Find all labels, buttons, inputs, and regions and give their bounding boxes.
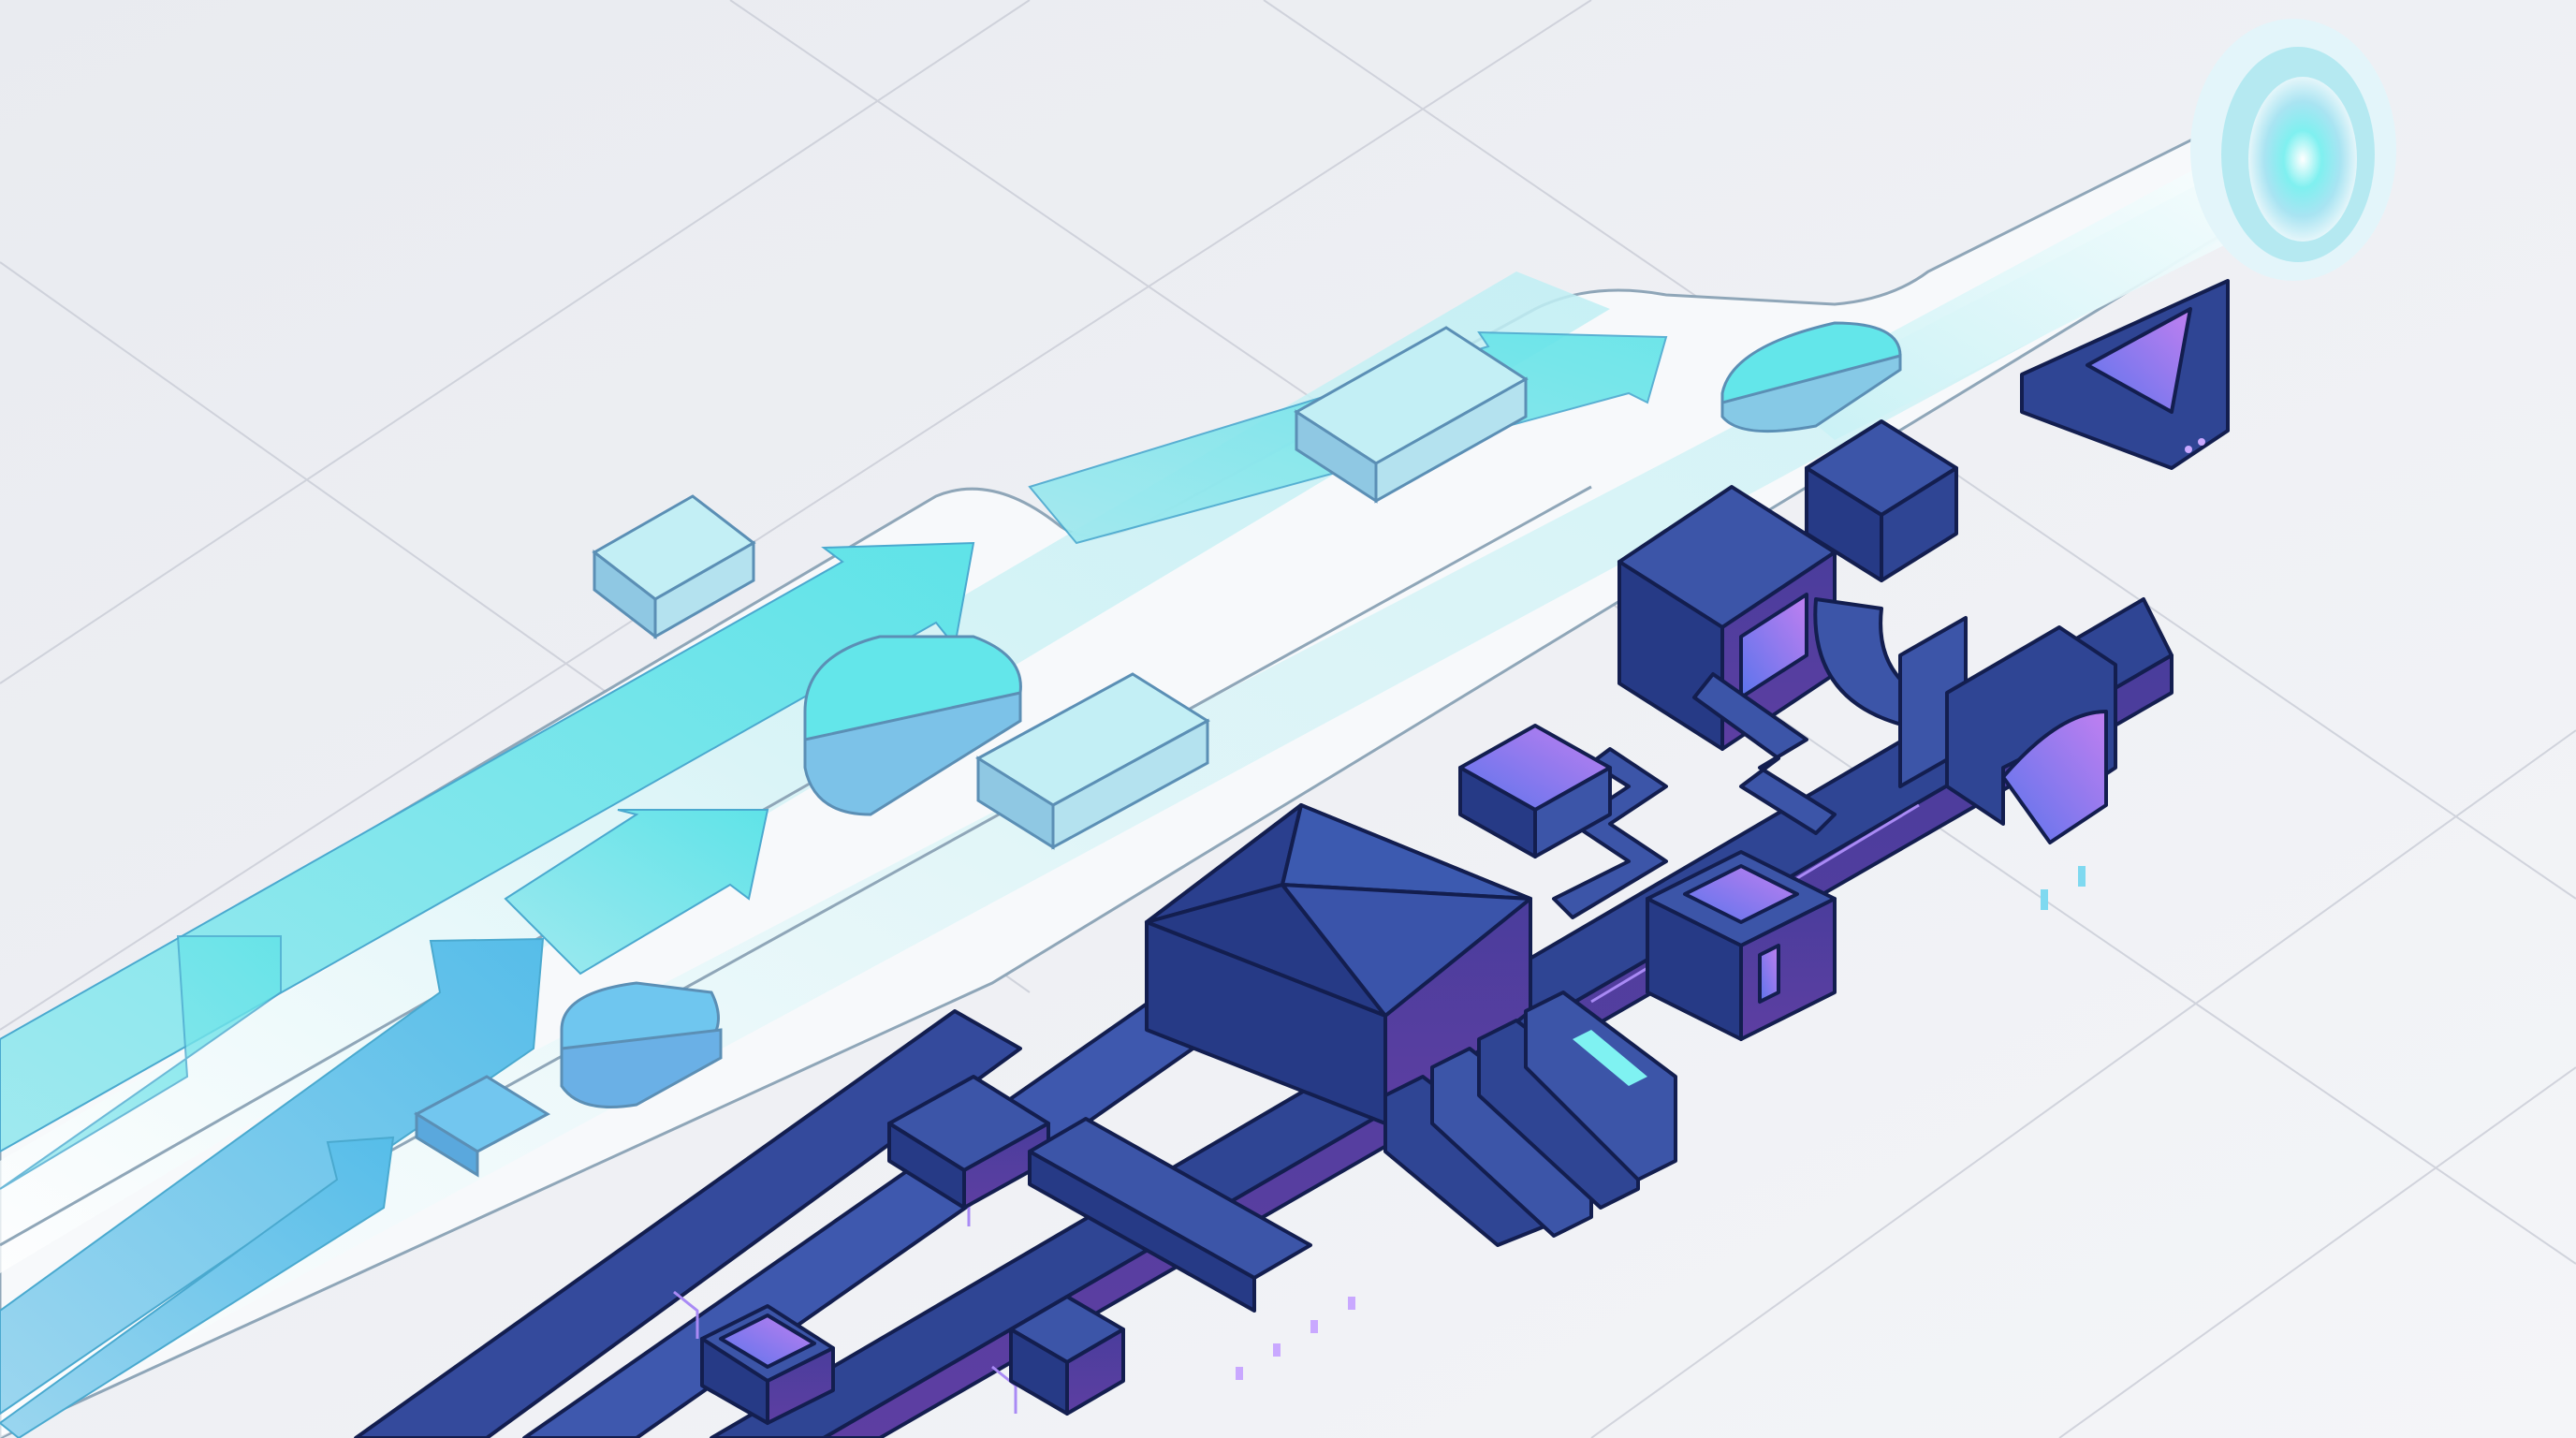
pill-block — [560, 981, 723, 1108]
zigzag-pipe — [1692, 672, 1837, 835]
pill-block — [1720, 321, 1902, 433]
arrow-icon — [504, 809, 769, 976]
cross-beam — [1028, 1117, 1312, 1313]
screen — [2086, 307, 2192, 414]
zigzag-pipe — [1552, 747, 1668, 919]
indicator-lights — [1236, 866, 2086, 1380]
machinery — [354, 279, 2230, 1438]
screen-cube — [700, 1304, 835, 1425]
screen-cube — [1646, 850, 1837, 1041]
pill-block — [803, 635, 1022, 816]
block — [1009, 1295, 1125, 1416]
arrow-icon — [0, 935, 282, 1190]
pyramid-hub — [1145, 803, 1532, 1125]
arrow-icon — [0, 1136, 395, 1438]
filter-stack — [1383, 990, 1677, 1247]
light-blocks — [413, 321, 1902, 1178]
screen — [719, 1313, 816, 1369]
light-block — [975, 672, 1210, 850]
block — [887, 1075, 1050, 1210]
screen — [1683, 864, 1799, 924]
pipeline-belt — [354, 1009, 1022, 1438]
arrow-icon — [0, 937, 545, 1416]
beam — [1778, 131, 2303, 440]
screen — [1739, 593, 1808, 699]
light-block — [592, 494, 756, 640]
light-block — [413, 1075, 551, 1178]
portal-icon — [2190, 19, 2396, 281]
glow-slot — [1573, 1030, 1647, 1086]
dome — [2001, 710, 2108, 844]
light-block-stacked — [1294, 326, 1529, 504]
